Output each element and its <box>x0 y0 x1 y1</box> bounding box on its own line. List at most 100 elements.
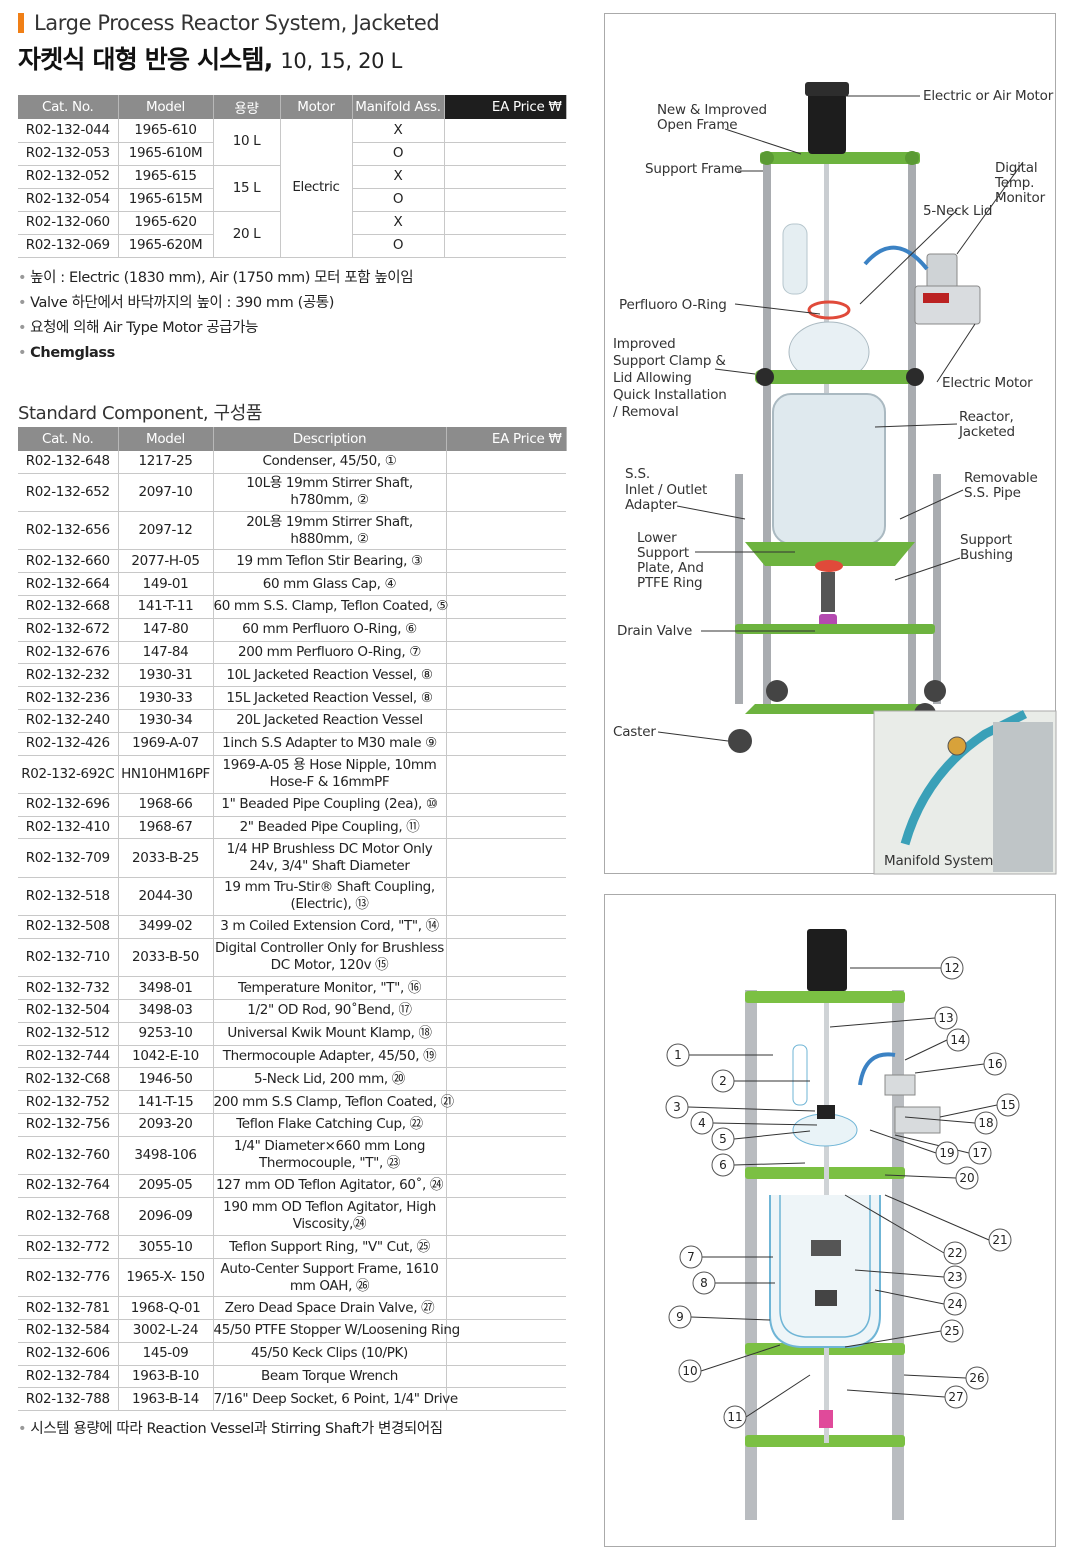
cat-no-cell: R02-132-756 <box>18 1113 119 1137</box>
cat-no-cell: R02-132-676 <box>18 641 119 665</box>
note-item: •요청에 의해 Air Type Motor 공급가능 <box>18 319 258 336</box>
model-cell: 1930-33 <box>118 686 214 710</box>
cat-no-cell: R02-132-648 <box>18 450 119 474</box>
capacity-cell: 20 L <box>213 211 281 258</box>
cat-no-cell: R02-132-764 <box>18 1174 119 1198</box>
callout-circle <box>974 1111 998 1135</box>
price-cell <box>446 1296 566 1320</box>
cat-no-cell: R02-132-240 <box>18 709 119 733</box>
model-cell: 2033-B-50 <box>118 938 214 978</box>
models-table-header: Cat. No. Model 용량 Motor Manifold Ass. EA… <box>18 95 567 119</box>
cat-no-cell: R02-132-C68 <box>18 1067 119 1092</box>
price-cell <box>444 234 566 258</box>
model-cell: 3498-03 <box>118 999 214 1023</box>
label-ss-pipe-2: S.S. Pipe <box>964 485 1021 501</box>
diagram-temp-monitor <box>884 1074 916 1096</box>
callout-circle <box>968 1141 992 1165</box>
diagram-cord <box>858 1052 896 1086</box>
callout-leader <box>844 1194 945 1254</box>
manifold-cell: O <box>352 142 445 166</box>
brand-text: Chemglass <box>30 344 115 361</box>
description-cell: 20L용 19mm Stirrer Shaft, h880mm, ② <box>213 511 447 551</box>
price-cell <box>446 838 566 878</box>
table-row: R02-132-069 1965-620M O <box>18 234 566 258</box>
description-cell: 10L용 19mm Stirrer Shaft, h780mm, ② <box>213 473 447 513</box>
cat-no-cell: R02-132-660 <box>18 549 119 574</box>
callout-leader <box>700 1344 781 1372</box>
description-cell: 60 mm Perfluoro O-Ring, ⑥ <box>213 618 447 642</box>
price-cell <box>446 663 566 688</box>
callout-leader <box>884 1194 990 1241</box>
callout-leader <box>846 1389 946 1398</box>
label-ss-adapter-1: S.S. <box>625 466 650 482</box>
table-row: R02-132-053 1965-610M O <box>18 142 566 166</box>
cat-no-cell: R02-132-504 <box>18 999 119 1023</box>
label-bushing-1: Support <box>960 532 1012 548</box>
manifold-panel <box>993 722 1053 872</box>
description-cell: 1/2" OD Rod, 90˚Bend, ⑰ <box>213 999 447 1023</box>
drain-valve-body <box>821 572 835 612</box>
callout-leader <box>690 1316 771 1321</box>
footnote-text: 시스템 용량에 따라 Reaction Vessel과 Stirring Sha… <box>30 1421 443 1438</box>
callout-leader <box>904 1039 948 1061</box>
callout-circle <box>679 1245 703 1269</box>
callout-circle <box>988 1228 1012 1252</box>
reactor-illustration: New & Improved Open Frame Support Frame … <box>613 82 1057 875</box>
note-item: •높이 : Electric (1830 mm), Air (1750 mm) … <box>18 269 414 286</box>
col-capacity: 용량 <box>213 95 281 119</box>
callout-leader <box>869 1129 937 1154</box>
cat-no-cell: R02-132-054 <box>18 188 119 212</box>
callout-circle <box>943 1265 967 1289</box>
cat-no-cell: R02-132-752 <box>18 1090 119 1114</box>
model-cell: 1965-620M <box>118 234 214 258</box>
callout-number: 12 <box>944 961 959 975</box>
model-cell: 141-T-11 <box>118 595 214 619</box>
callout-number: 10 <box>682 1364 697 1378</box>
cat-no-cell: R02-132-710 <box>18 938 119 978</box>
label-bushing-2: Bushing <box>960 547 1013 563</box>
callout-circle <box>935 1141 959 1165</box>
motor-cell: Electric <box>280 119 353 258</box>
condenser <box>782 223 808 295</box>
ptfe-ring <box>815 560 843 572</box>
price-cell <box>446 976 566 1000</box>
cat-no-cell: R02-132-760 <box>18 1136 119 1176</box>
callout-leader <box>687 1106 816 1112</box>
price-cell <box>446 618 566 642</box>
label-support-frame: Support Frame <box>645 161 742 177</box>
label-perfluoro: Perfluoro O-Ring <box>619 297 727 313</box>
description-cell: 19 mm Teflon Stir Bearing, ③ <box>213 549 447 574</box>
description-cell: Teflon Support Ring, "V" Cut, ㉕ <box>213 1235 447 1259</box>
col-description: Description <box>213 426 447 451</box>
callout-circle <box>678 1359 702 1383</box>
description-cell: 190 mm OD Teflon Agitator, High Viscosit… <box>213 1197 447 1237</box>
cat-no-cell: R02-132-069 <box>18 234 119 258</box>
cat-no-cell: R02-132-732 <box>18 976 119 1000</box>
title-accent-bar <box>18 13 24 33</box>
col-model: Model <box>118 426 214 451</box>
model-cell: 1042-E-10 <box>118 1045 214 1069</box>
description-cell: 60 mm S.S. Clamp, Teflon Coated, ⑤ <box>213 595 448 619</box>
description-cell: 45/50 PTFE Stopper W/Loosening Ring <box>213 1319 460 1343</box>
callout-leader <box>939 1104 998 1118</box>
description-cell: 7/16" Deep Socket, 6 Point, 1/4" Drive <box>213 1387 458 1412</box>
frame-leg-right <box>908 154 916 714</box>
description-cell: 15L Jacketed Reaction Vessel, ⑧ <box>213 686 447 710</box>
capacity-cell: 10 L <box>213 119 281 166</box>
description-cell: 2" Beaded Pipe Coupling, ⑪ <box>213 816 447 840</box>
cat-no-cell: R02-132-696 <box>18 793 119 817</box>
callout-number: 25 <box>944 1324 959 1338</box>
table-row: R02-132-052 1965-615 15 L X <box>18 165 566 212</box>
manifold-cell: X <box>352 119 445 143</box>
label-clamp-2: Support Clamp & <box>613 353 726 369</box>
description-cell: Digital Controller Only for Brushless DC… <box>213 938 447 978</box>
cat-no-cell: R02-132-788 <box>18 1387 119 1412</box>
description-cell: Zero Dead Space Drain Valve, ㉗ <box>213 1296 447 1320</box>
manifold-cell: X <box>352 165 445 189</box>
